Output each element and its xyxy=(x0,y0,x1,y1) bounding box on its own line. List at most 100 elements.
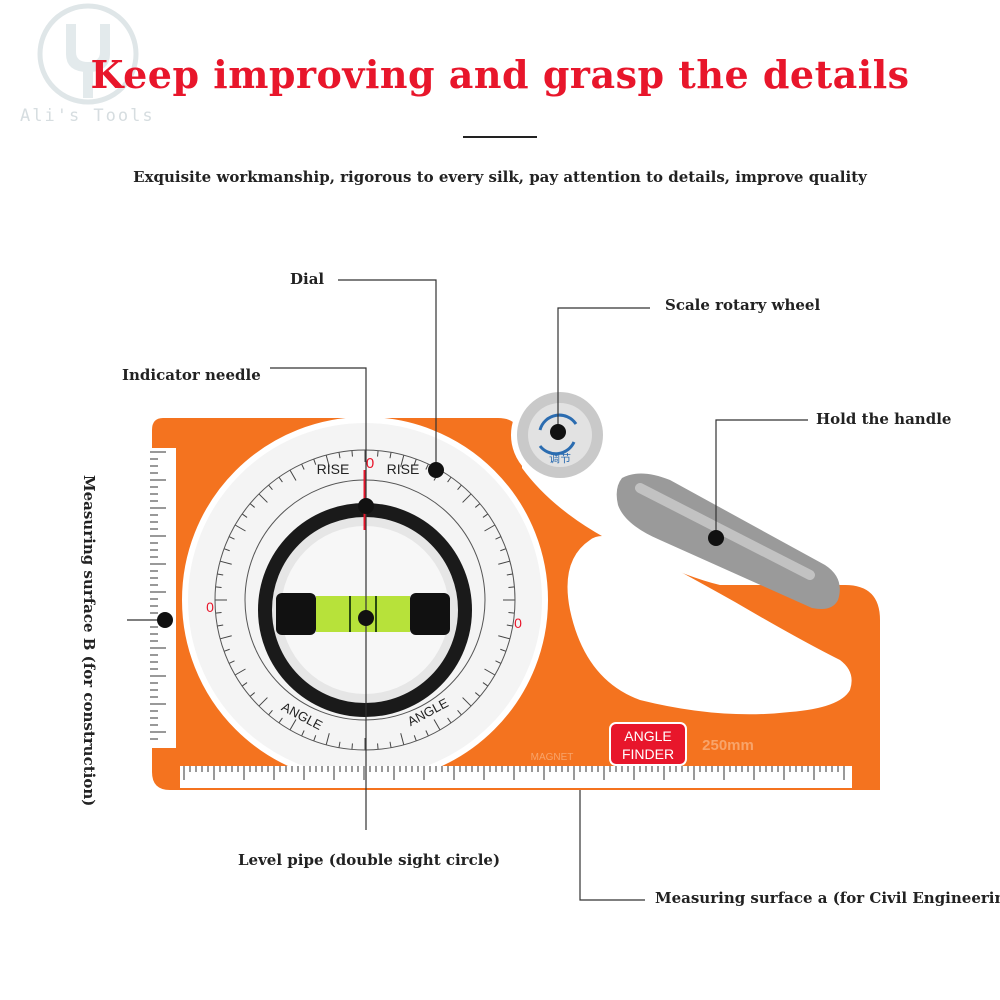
dial-tick xyxy=(389,452,392,459)
dial-tick xyxy=(506,573,513,576)
dial-tick xyxy=(219,560,232,565)
callout-dial: Dial xyxy=(290,270,325,288)
dial-zero-right: 0 xyxy=(514,615,522,631)
wheel-label: 调节 xyxy=(549,452,571,465)
callout-level-pipe: Level pipe (double sight circle) xyxy=(238,851,501,869)
dial-tick xyxy=(301,463,305,470)
dial-tick xyxy=(413,735,417,742)
dial-tick xyxy=(223,548,230,552)
dial-tick xyxy=(325,733,330,746)
dial-zero-left: 0 xyxy=(206,599,214,615)
dial-tick xyxy=(495,536,502,540)
dial-tick xyxy=(217,573,224,576)
dial-tick xyxy=(228,536,235,540)
dial-tick xyxy=(462,697,472,707)
handle-opening xyxy=(567,536,852,715)
dial-tick xyxy=(474,503,481,508)
page-title: Keep improving and grasp the details xyxy=(90,52,910,97)
dial-tick xyxy=(278,476,283,483)
dial-tick xyxy=(268,709,273,716)
callout-surface-b: Measuring surface B (for construction) xyxy=(80,475,98,807)
dial-tick xyxy=(313,735,317,742)
magnet-mark: MAGNET xyxy=(531,752,574,763)
dial-tick xyxy=(506,624,513,627)
dial-tick xyxy=(351,743,353,750)
dial-tick xyxy=(377,743,379,750)
page-subtitle: Exquisite workmanship, rigorous to every… xyxy=(133,168,867,186)
dial-ticks xyxy=(215,450,515,750)
dial-tick xyxy=(215,612,222,614)
dial-tick xyxy=(447,476,452,483)
dial-tick xyxy=(351,450,353,457)
dial-tick xyxy=(457,709,462,716)
dial-tick xyxy=(258,697,268,707)
title-divider xyxy=(463,136,537,138)
dial-tick xyxy=(219,635,232,640)
logo-line1: ANGLE xyxy=(624,728,671,744)
dial-rise-right: RISE xyxy=(387,461,420,477)
level-vial-left-cap xyxy=(276,593,316,635)
dial-tick xyxy=(241,513,248,518)
callout-indicator-needle: Indicator needle xyxy=(122,366,261,384)
dial-tick xyxy=(484,524,496,532)
dial-tick xyxy=(484,668,496,676)
angle-finder-logo xyxy=(609,722,687,766)
dial-tick xyxy=(482,513,489,518)
dial-tick xyxy=(508,586,515,588)
ruler-a xyxy=(180,766,852,788)
dial-tick xyxy=(223,648,230,652)
dial-tick xyxy=(313,458,317,465)
dial-tick xyxy=(338,452,341,459)
callout-scale-wheel: Scale rotary wheel xyxy=(665,296,821,314)
dial-tick xyxy=(278,717,283,724)
watermark-logo xyxy=(37,3,139,105)
dial-tick xyxy=(241,682,248,687)
dial-tick xyxy=(234,524,246,532)
dial-tick xyxy=(474,692,481,697)
dial-tick xyxy=(338,741,341,748)
watermark-text: Ali's Tools xyxy=(20,106,155,126)
dial-tick xyxy=(462,493,472,503)
callout-surface-a: Measuring surface a (for Civil Engineeri… xyxy=(655,889,1000,907)
ruler-b xyxy=(150,448,176,748)
dial-tick xyxy=(447,717,452,724)
dial-tick xyxy=(389,741,392,748)
dial-tick xyxy=(301,730,305,737)
dial-tick xyxy=(268,484,273,491)
level-vial-right-cap xyxy=(410,593,450,635)
dial-tick xyxy=(234,668,246,676)
dial-tick xyxy=(377,450,379,457)
callout-handle: Hold the handle xyxy=(816,410,952,428)
dial-tick xyxy=(433,719,441,731)
dial-tick xyxy=(425,730,429,737)
dial-tick xyxy=(400,733,405,746)
dial-tick xyxy=(457,484,462,491)
ruler-b-ticks xyxy=(150,451,166,740)
dial-tick xyxy=(228,660,235,664)
dial-tick xyxy=(508,612,515,614)
dial-tick xyxy=(482,682,489,687)
dial-tick xyxy=(249,503,256,508)
dial-tick xyxy=(258,493,268,503)
dial-tick xyxy=(289,719,297,731)
dial-tick xyxy=(413,458,417,465)
dial-tick xyxy=(217,624,224,627)
callout-dots xyxy=(157,424,724,628)
callout-lines xyxy=(127,279,808,901)
dial-tick xyxy=(495,660,502,664)
dial-tick xyxy=(249,692,256,697)
dial-tick xyxy=(325,454,330,467)
dial-tick xyxy=(500,648,507,652)
dial-rise-left: RISE xyxy=(317,461,350,477)
size-mark: 250mm xyxy=(702,737,754,754)
dial-tick xyxy=(498,635,511,640)
dial-tick xyxy=(500,548,507,552)
dial-tick xyxy=(425,463,429,470)
dial-tick xyxy=(289,469,297,481)
dial-tick xyxy=(215,586,222,588)
logo-line2: FINDER xyxy=(622,746,674,762)
dial-zero-top: 0 xyxy=(366,455,374,472)
dial-tick xyxy=(498,560,511,565)
ruler-a-ticks xyxy=(183,766,845,780)
